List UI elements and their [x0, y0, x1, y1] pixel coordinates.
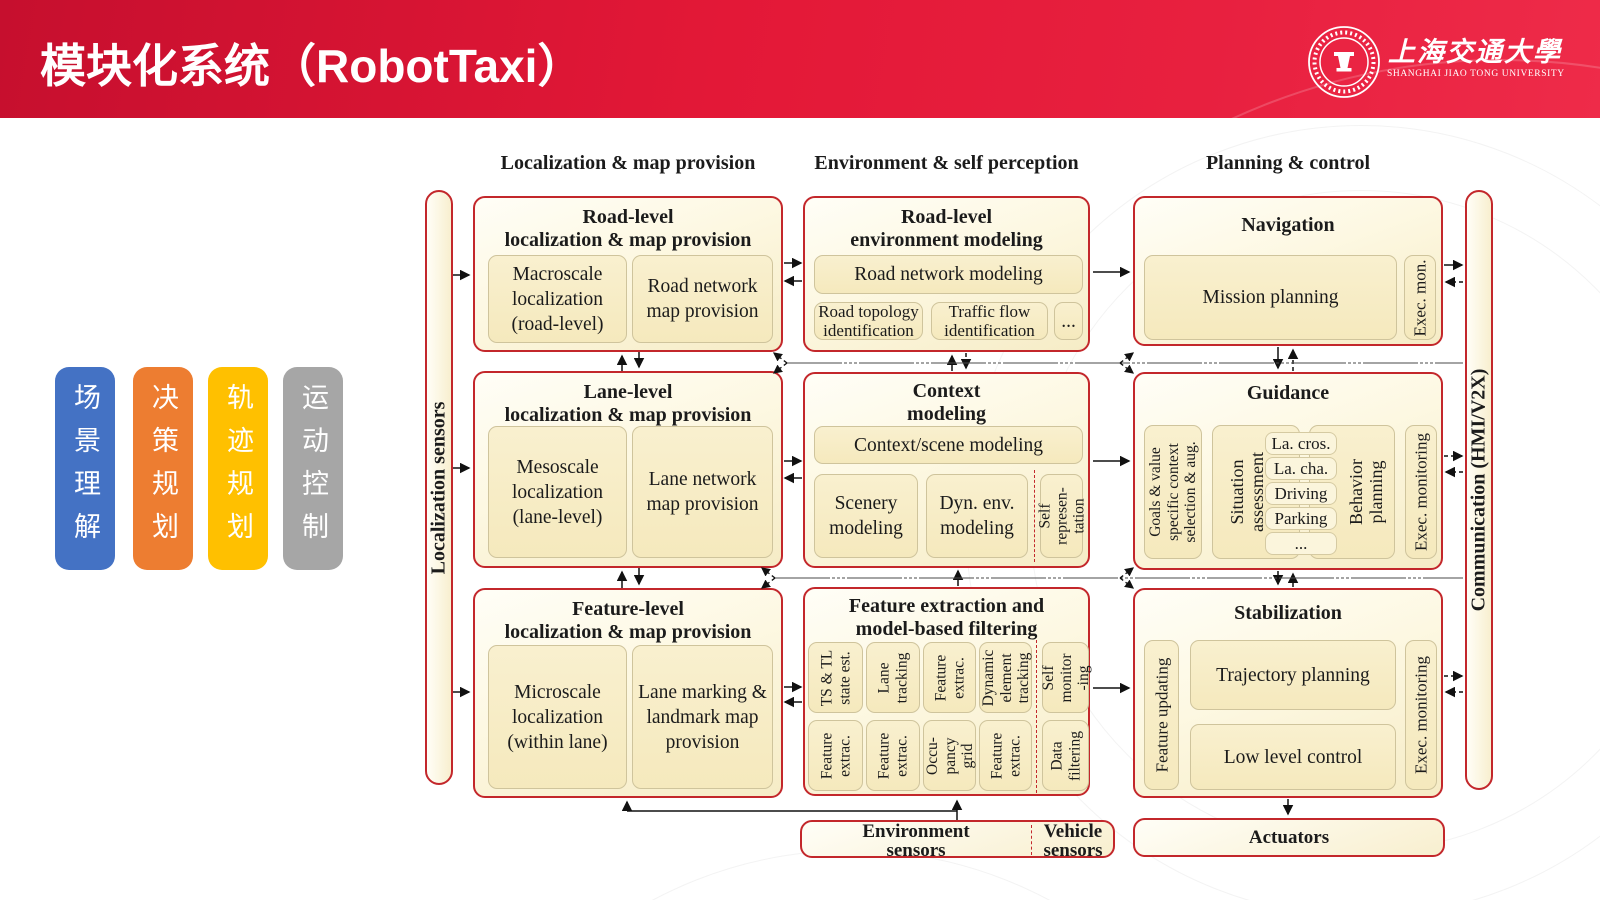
pillar-decision-planning: 决策规划 [133, 367, 193, 570]
cell-exec-mon: Exec. mon. [1404, 255, 1436, 340]
cell-road-topology: Road topology identification [814, 302, 923, 340]
cell-parking: Parking [1265, 507, 1337, 530]
env-sensors-label: Environment sensors [862, 821, 970, 861]
cell-goals-value: Goals & value specific context selection… [1144, 425, 1202, 559]
cell-scenery-modeling: Scenery modeling [814, 474, 918, 558]
box-guidance: Guidance Goals & value specific context … [1133, 372, 1443, 570]
university-logo-icon [1308, 26, 1380, 98]
cell-feature-extrac-3: Feature extrac. [866, 720, 920, 791]
box-actuators: Actuators [1133, 818, 1445, 857]
communication-bar: Communication (HMI/V2X) [1465, 190, 1493, 790]
pillar-trajectory-planning: 轨迹规划 [208, 367, 268, 570]
header-decor [1231, 59, 1600, 118]
cell-mission-planning: Mission planning [1144, 255, 1397, 340]
pillar-scene-understanding: 场景理解 [55, 367, 115, 570]
pillar-motion-control: 运动控制 [283, 367, 343, 570]
box-road-level-localization: Road-level localization & map provision … [473, 196, 783, 352]
box-lane-level-localization: Lane-level localization & map provision … [473, 371, 783, 568]
cell-lane-network-map: Lane network map provision [632, 426, 773, 558]
cell-traffic-flow: Traffic flow identification [931, 302, 1048, 340]
cell-lane-marking-map: Lane marking & landmark map provision [632, 645, 773, 789]
cell-la-cha: La. cha. [1265, 457, 1337, 480]
box-feature-extraction: Feature extraction and model-based filte… [803, 587, 1091, 796]
cell-mesoscale-localization: Mesoscale localization (lane-level) [488, 426, 627, 558]
box-road-level-environment: Road-level environment modeling Road net… [803, 196, 1090, 352]
cell-road-network-map: Road network map provision [632, 255, 773, 343]
cell-stabilization-exec-monitoring: Exec. monitoring [1405, 640, 1437, 790]
box-sensors: Environment sensors Vehicle sensors [800, 820, 1115, 861]
cell-ts-tl-state: TS & TL state est. [808, 642, 863, 713]
cell-dynamic-element: Dynamic element tracking [979, 642, 1032, 713]
column-header-planning: Planning & control [1205, 152, 1371, 174]
cell-low-level-control: Low level control [1190, 724, 1396, 790]
university-name-en: SHANGHAI JIAO TONG UNIVERSITY [1387, 69, 1565, 79]
slide-title: 模块化系统（RobotTaxi） [40, 40, 584, 92]
feature-extraction-divider [1036, 640, 1037, 793]
cell-driving: Driving [1265, 482, 1337, 505]
box-context-modeling: Context modeling Context/scene modeling … [803, 372, 1090, 568]
context-divider [1034, 470, 1035, 562]
cell-trajectory-planning: Trajectory planning [1190, 640, 1396, 710]
box-feature-level-localization: Feature-level localization & map provisi… [473, 588, 783, 798]
cell-la-cros: La. cros. [1265, 432, 1337, 455]
cell-dyn-env-modeling: Dyn. env. modeling [926, 474, 1028, 558]
vehicle-sensors-label: Vehicle sensors [1043, 821, 1103, 861]
cell-road-network-modeling: Road network modeling [814, 255, 1083, 294]
column-header-perception: Environment & self perception [814, 152, 1079, 174]
cell-occupancy-grid: Occu- pancy grid [923, 720, 976, 791]
cell-self-monitoring: Self monitor -ing [1039, 642, 1091, 713]
cell-feature-extrac-4: Feature extrac. [979, 720, 1032, 791]
cell-self-representation: Self represen- tation [1036, 474, 1087, 558]
cell-feature-updating: Feature updating [1144, 640, 1179, 790]
communication-label: Communication (HMI/V2X) [1467, 368, 1490, 612]
university-name-cn: 上海交通大學 [1388, 37, 1562, 67]
localization-sensors-bar: Localization sensors [425, 190, 453, 785]
cell-data-filtering: Data filtering [1042, 720, 1089, 791]
cell-guidance-exec-monitoring: Exec. monitoring [1405, 425, 1437, 559]
cell-guidance-more: ... [1265, 532, 1337, 555]
box-navigation: Navigation Mission planning Exec. mon. [1133, 196, 1443, 346]
box-stabilization: Stabilization Feature updating Trajector… [1133, 588, 1443, 798]
cell-lane-tracking: Lane tracking [866, 642, 920, 713]
column-header-localization: Localization & map provision [500, 152, 756, 174]
cell-macroscale-localization: Macroscale localization (road-level) [488, 255, 627, 343]
sensors-divider [1031, 825, 1032, 855]
localization-sensors-label: Localization sensors [427, 401, 450, 574]
cell-context-scene-modeling: Context/scene modeling [814, 426, 1083, 464]
cell-road-env-more: ... [1054, 302, 1083, 340]
cell-feature-extrac-2: Feature extrac. [808, 720, 863, 791]
cell-feature-extrac-1: Feature extrac. [923, 642, 976, 713]
cell-microscale-localization: Microscale localization (within lane) [488, 645, 627, 789]
header-banner: 模块化系统（RobotTaxi） 上海交通大學 SHANGHAI JIAO TO… [0, 0, 1600, 118]
